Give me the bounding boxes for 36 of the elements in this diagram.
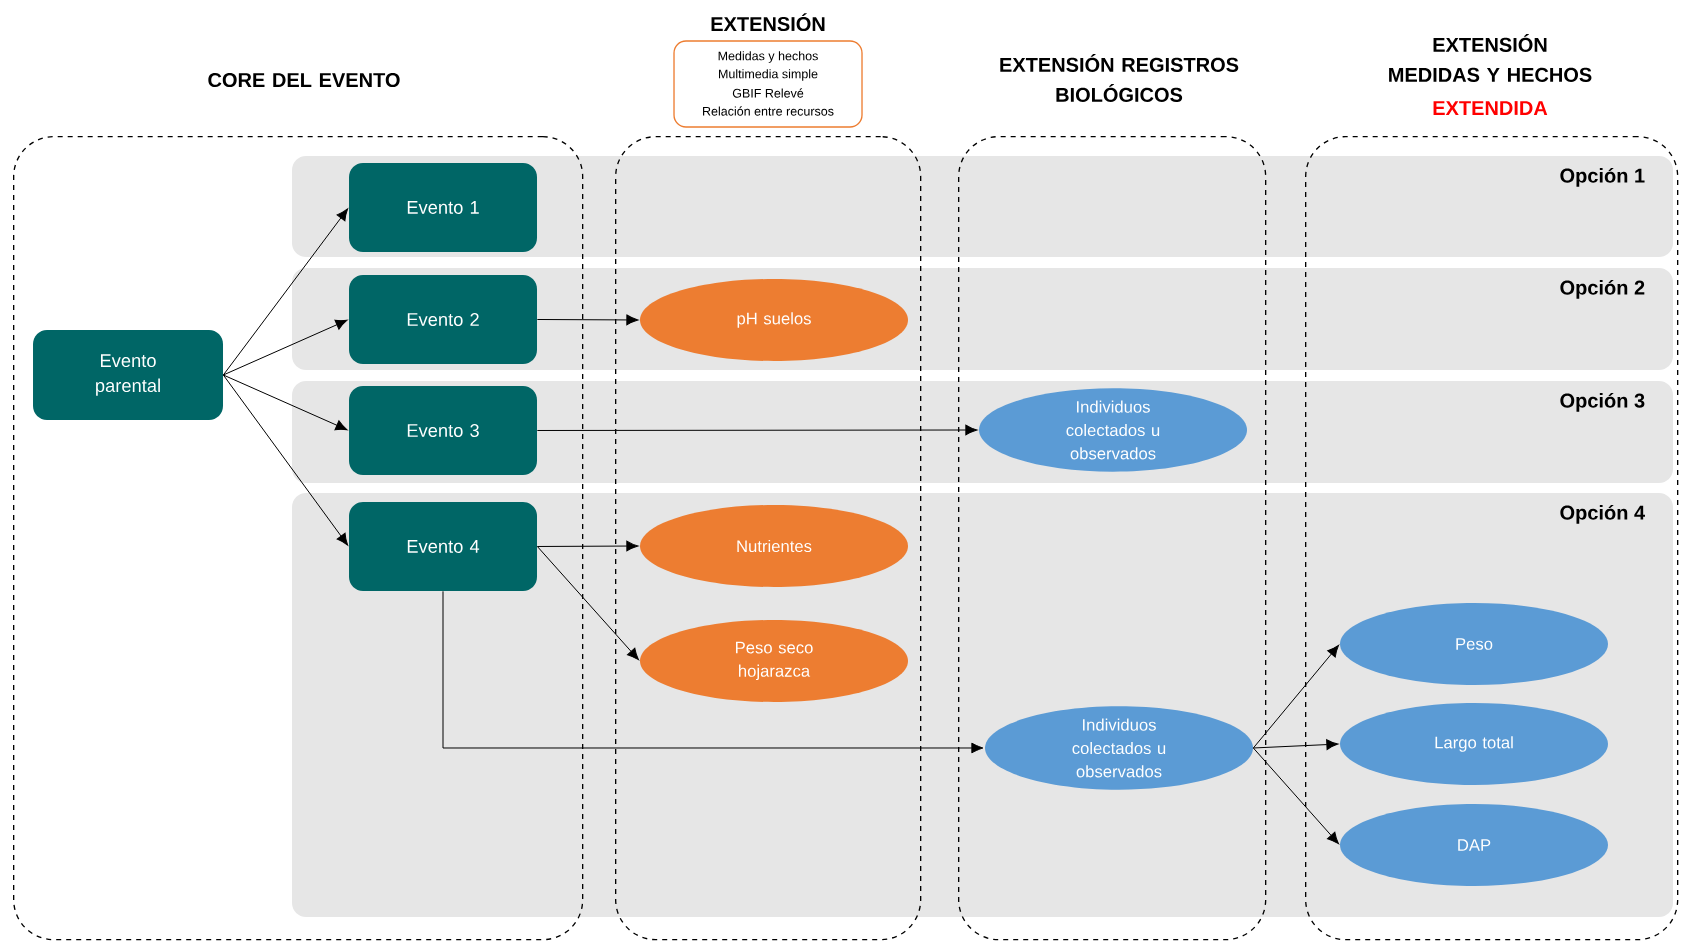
arrow: [1252, 739, 1339, 750]
event-box: Evento 2: [349, 275, 537, 364]
arrow: [1252, 644, 1340, 749]
arrow: [222, 374, 349, 546]
ellipse-node: Peso: [1340, 603, 1608, 685]
arrow: [536, 424, 978, 436]
arrow: [442, 590, 984, 754]
ellipse-node: Nutrientes: [640, 505, 908, 587]
column-heading: EXTENSIÓN MEDIDAS Y HECHOS: [1389, 34, 1592, 82]
arrow: [222, 319, 348, 376]
arrow: [536, 546, 639, 661]
column-heading: CORE DEL EVENTO: [208, 72, 400, 88]
info-box: Medidas y hechos Multimedia simple GBIF Relevé Relación entre recursos: [673, 40, 863, 128]
box-heading: EXTENSIÓN: [711, 13, 825, 32]
column-heading: EXTENDIDA: [1433, 101, 1548, 115]
arrow: [222, 374, 348, 431]
ellipse-node: DAP: [1340, 804, 1608, 886]
node-label: Relación entre recursos: [703, 106, 834, 116]
node-label: GBIF Relevé: [732, 88, 804, 98]
event-box: Evento parental: [33, 330, 223, 420]
arrow: [1252, 747, 1339, 845]
node-label: Medidas y hechos: [718, 51, 818, 63]
ellipse-node: Individuos colectados u observados: [985, 706, 1253, 790]
ellipse-node: pH suelos: [640, 279, 908, 361]
event-box: Evento 3: [349, 386, 537, 475]
arrow: [222, 208, 349, 376]
dashed-column: [615, 136, 922, 941]
event-box: Evento 1: [349, 163, 537, 252]
arrow: [536, 540, 639, 552]
column-heading: EXTENSIÓN REGISTROS BIOLÓGICOS: [1000, 54, 1239, 102]
ellipse-node: Largo total: [1340, 703, 1608, 785]
node-label: Multimedia simple: [719, 69, 818, 81]
event-box: Evento 4: [349, 502, 537, 591]
arrow: [536, 314, 639, 326]
ellipse-node: Individuos colectados u observados: [979, 388, 1247, 472]
ellipse-node: Peso seco hojarazca: [640, 620, 908, 702]
